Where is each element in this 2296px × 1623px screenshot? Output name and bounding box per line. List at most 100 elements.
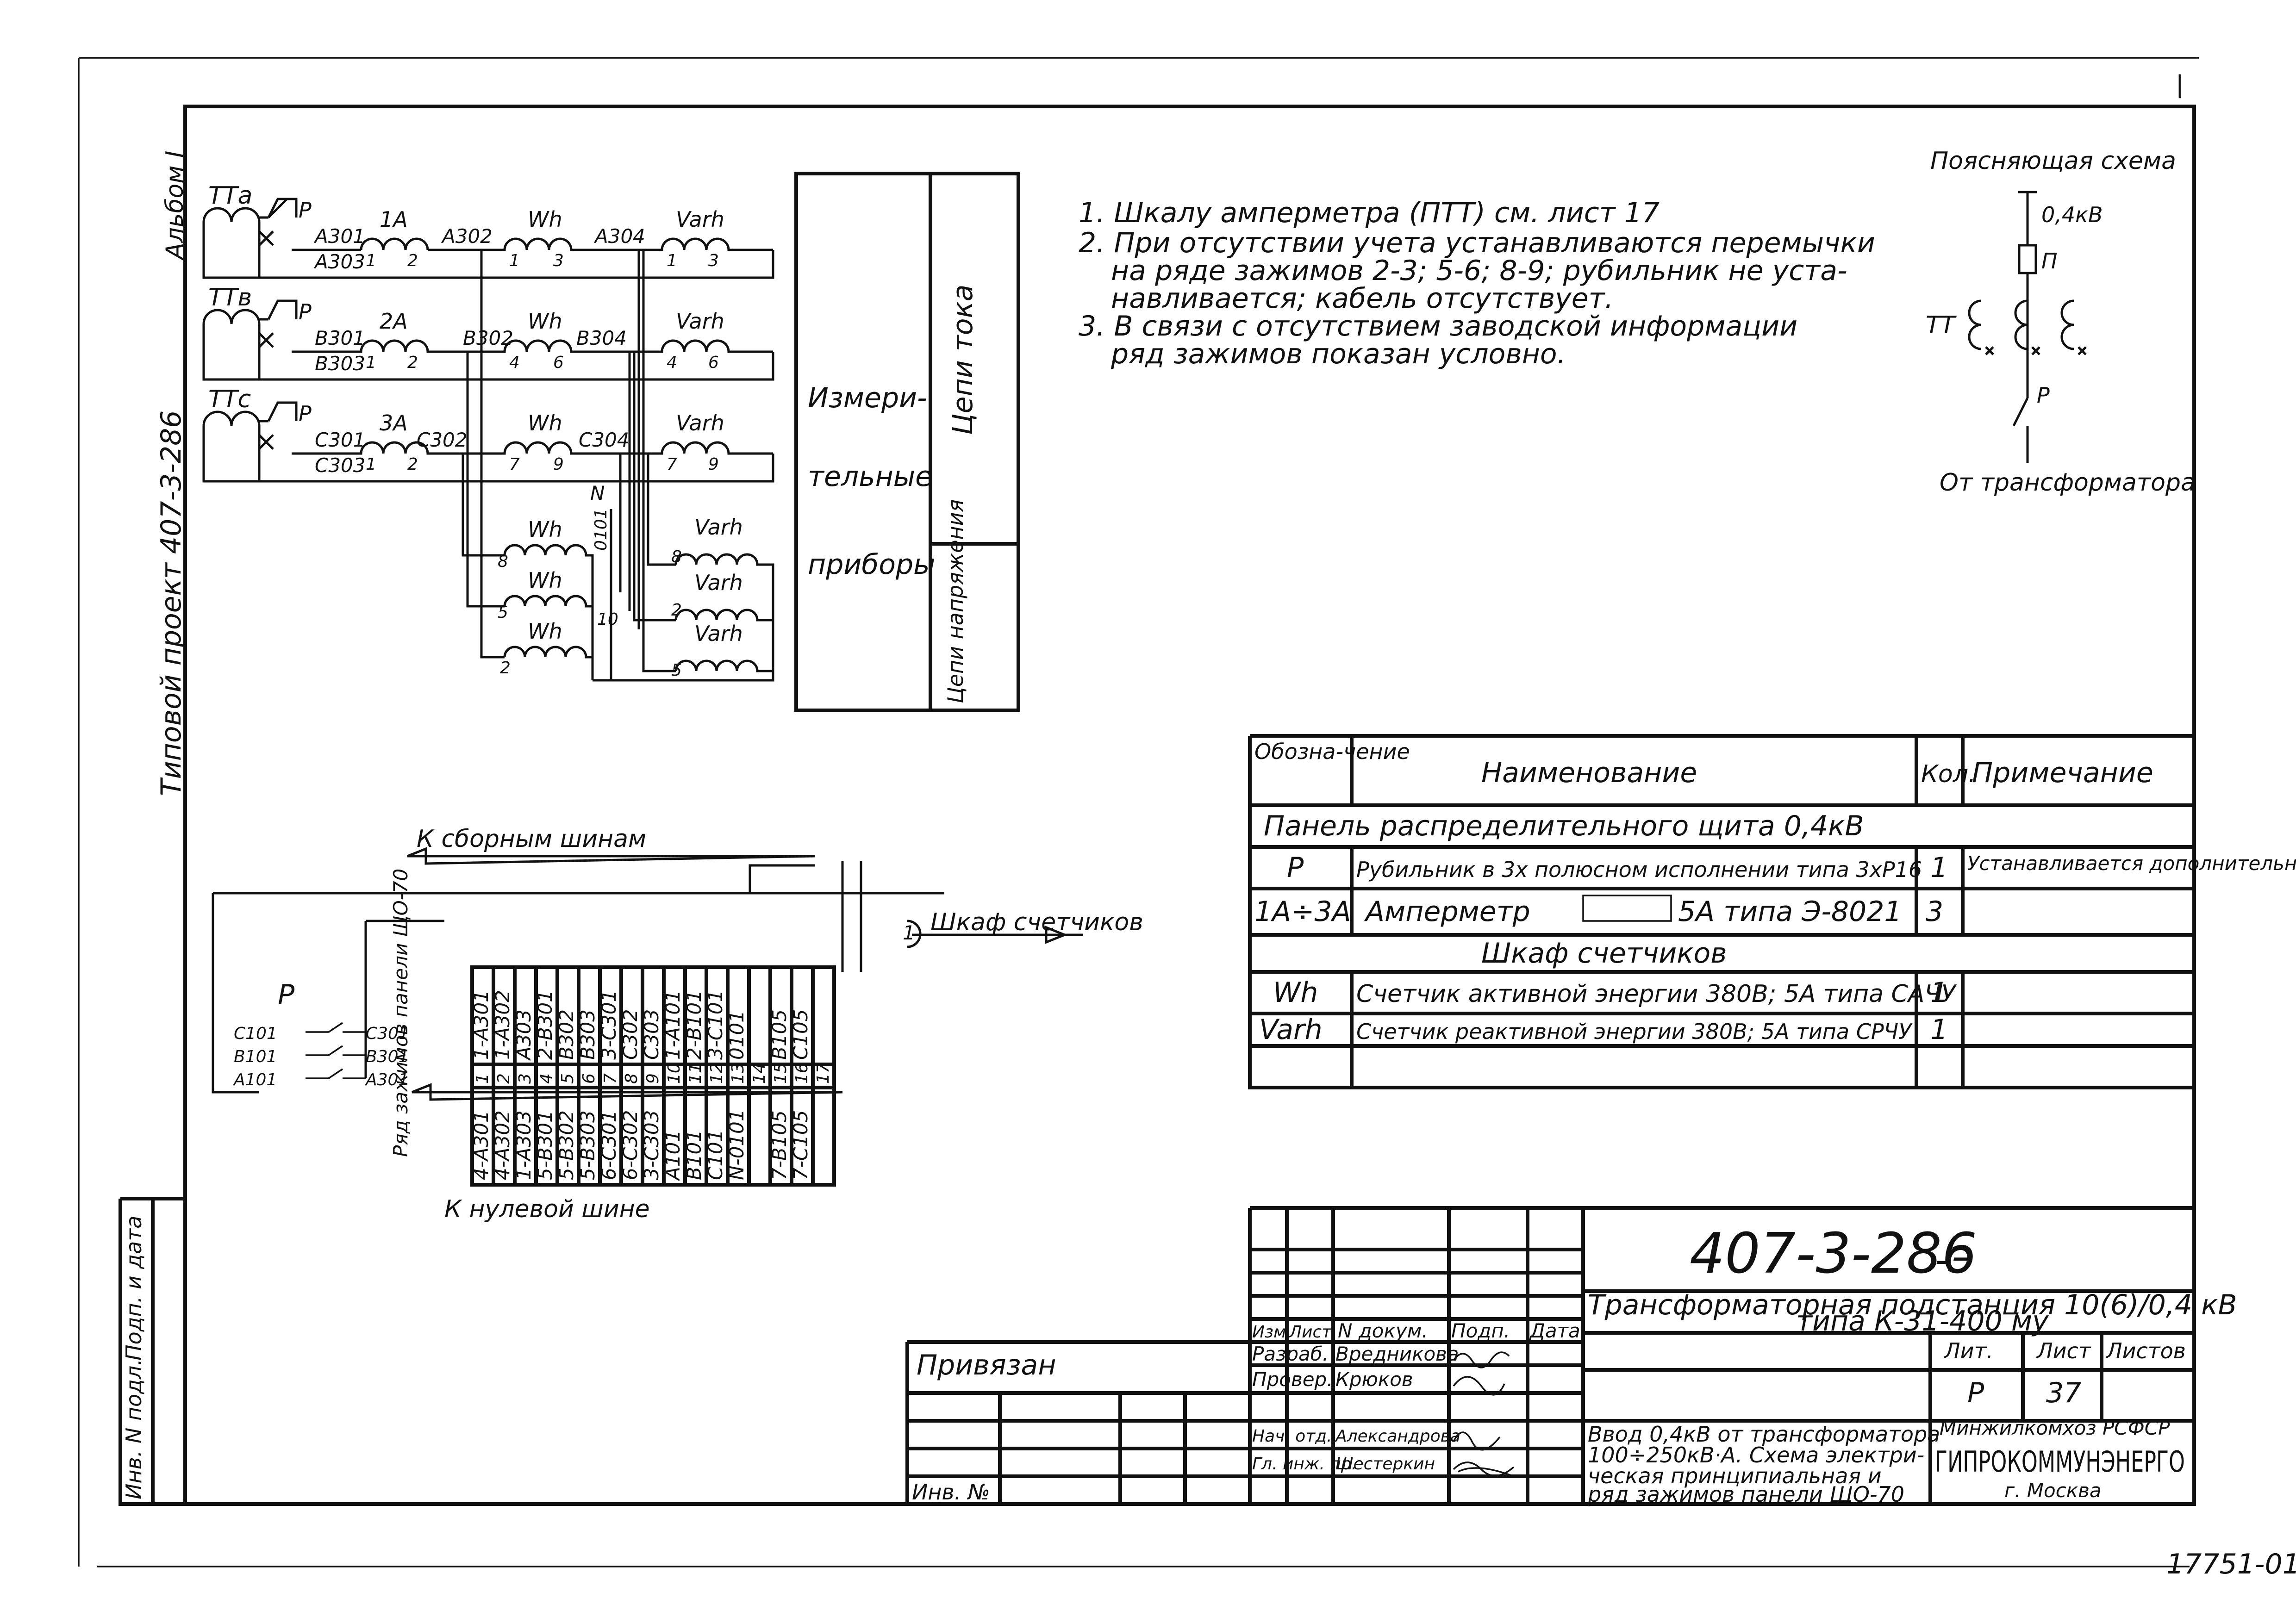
svg-text:4: 4 <box>509 353 520 372</box>
explanatory-scheme: Поясняющая схема 0,4кВ П ТТ Р От трансфо… <box>1926 147 2196 497</box>
svg-text:Рубильник в 3х полюсном исполн: Рубильник в 3х полюсном исполнении типа … <box>1356 857 1922 882</box>
svg-text:Шкаф счетчиков: Шкаф счетчиков <box>930 908 1143 936</box>
svg-text:Поясняющая схема: Поясняющая схема <box>1930 147 2176 175</box>
svg-text:Varh: Varh <box>694 515 743 540</box>
note-line-1: 1. Шкалу амперметра (ПТТ) см. лист 17 <box>1079 197 1660 229</box>
terminal-number: 16 <box>792 1063 811 1084</box>
svg-text:3А: 3А <box>380 410 408 435</box>
terminal-number: 5 <box>558 1073 577 1084</box>
svg-text:0,4кВ: 0,4кВ <box>2041 202 2103 227</box>
svg-text:Р: Р <box>2037 383 2050 408</box>
svg-text:Провер.: Провер. <box>1252 1368 1333 1391</box>
terminal-block: К сборным шинам К нулевой шине Шкаф счет… <box>212 825 1143 1223</box>
svg-text:г. Москва: г. Москва <box>2004 1479 2102 1502</box>
svg-text:Счетчик реактивной энергии 380: Счетчик реактивной энергии 380В; 5А типа… <box>1356 1019 1913 1044</box>
svg-text:3: 3 <box>708 251 719 270</box>
svg-text:Varh: Varh <box>1259 1014 1323 1046</box>
svg-text:Ввод 0,4кВ от трансформатора: Ввод 0,4кВ от трансформатора <box>1588 1422 1940 1447</box>
org-name: ГИПРОКОММУНЭНЕРГО <box>1935 1445 2185 1479</box>
drawing-code: 407-3-286 <box>1690 1222 1977 1286</box>
svg-text:Varh: Varh <box>676 207 724 232</box>
svg-text:Wh: Wh <box>528 309 562 334</box>
svg-text:1А: 1А <box>380 207 408 232</box>
svg-text:A302: A302 <box>441 225 493 248</box>
svg-text:1: 1 <box>366 455 376 474</box>
svg-text:6: 6 <box>708 353 719 372</box>
svg-text:7: 7 <box>667 455 677 474</box>
svg-text:Wh: Wh <box>528 619 562 644</box>
svg-text:1: 1 <box>366 251 376 270</box>
svg-text:Цепи тока: Цепи тока <box>947 285 979 435</box>
svg-text:37: 37 <box>2046 1377 2081 1409</box>
svg-text:ряд зажимов панели ЩО-70: ряд зажимов панели ЩО-70 <box>1587 1482 1904 1507</box>
svg-text:7: 7 <box>509 455 520 474</box>
note-line-3: на ряде зажимов 2-3; 5-6; 8-9; рубильник… <box>1111 255 1847 287</box>
svg-text:приборы: приборы <box>808 548 935 581</box>
terminal-bottom-label: 1-A303 <box>512 1110 535 1180</box>
svg-text:Р: Р <box>1967 1377 1984 1409</box>
svg-text:ТТв: ТТв <box>208 284 252 311</box>
svg-text:C301: C301 <box>315 429 366 451</box>
svg-text:1: 1 <box>1930 976 1948 1009</box>
svg-text:Обозна-чение: Обозна-чение <box>1254 739 1410 764</box>
terminal-top-label: 0101 <box>725 1010 748 1060</box>
svg-text:B301: B301 <box>315 327 365 349</box>
terminal-bottom-label: 3-C303 <box>640 1110 663 1180</box>
svg-text:Дата: Дата <box>1529 1319 1580 1342</box>
svg-text:тельные: тельные <box>808 460 932 493</box>
svg-text:3: 3 <box>1926 895 1943 928</box>
notes: 1. Шкалу амперметра (ПТТ) см. лист 17 2.… <box>1079 197 1875 370</box>
terminal-number: 10 <box>665 1063 684 1084</box>
svg-text:ТТа: ТТа <box>208 182 252 210</box>
svg-text:2А: 2А <box>380 309 408 334</box>
current-circuit <box>202 198 774 682</box>
svg-text:9: 9 <box>553 455 564 474</box>
terminal-bottom-label: B101 <box>683 1130 705 1180</box>
svg-text:Шкаф счетчиков: Шкаф счетчиков <box>1481 937 1727 970</box>
project-label: Типовой проект 407-3-286 <box>155 410 187 796</box>
svg-text:1: 1 <box>509 251 520 270</box>
svg-text:C303: C303 <box>315 454 366 477</box>
terminal-number: 13 <box>729 1063 748 1084</box>
svg-text:2: 2 <box>407 455 418 474</box>
note-line-6: ряд зажимов показан условно. <box>1111 338 1566 370</box>
svg-text:ТТ: ТТ <box>1926 311 1957 339</box>
svg-text:Р: Р <box>299 401 312 426</box>
terminal-number: 1 <box>473 1073 492 1084</box>
svg-text:Крюков: Крюков <box>1335 1368 1413 1391</box>
svg-text:1: 1 <box>1930 852 1948 884</box>
svg-text:B303: B303 <box>315 352 365 375</box>
svg-text:типа К-31-400 му: типа К-31-400 му <box>1796 1305 2049 1337</box>
svg-text:C304: C304 <box>579 429 630 451</box>
svg-text:Wh: Wh <box>528 517 562 542</box>
terminal-top-label: 3-C101 <box>704 990 727 1060</box>
spec-text: Обозна-чение Наименование Кол. Примечани… <box>1254 739 2296 1046</box>
svg-text:C301: C301 <box>366 1024 409 1043</box>
terminal-top-label: 3-C301 <box>598 990 620 1060</box>
svg-text:8: 8 <box>671 547 682 566</box>
sheet-mark-bottom: 17751-01 <box>2166 1548 2296 1580</box>
svg-text:Измери-: Измери- <box>808 382 927 414</box>
terminal-cells: 1-A30114-A3011-A30224-A302A30331-A3032-B… <box>470 965 836 1187</box>
svg-text:2: 2 <box>407 353 418 372</box>
terminal-number: 14 <box>750 1063 769 1084</box>
svg-text:К сборным шинам: К сборным шинам <box>417 825 646 853</box>
svg-text:Подп.: Подп. <box>1451 1319 1510 1342</box>
svg-text:9: 9 <box>708 455 719 474</box>
terminal-top-label: B105 <box>768 1009 791 1060</box>
note-line-2: 2. При отсутствии учета устанавливаются … <box>1079 227 1875 259</box>
svg-text:Изм.: Изм. <box>1252 1323 1292 1342</box>
phase-b <box>202 299 774 381</box>
sign-date-label: Подп. и дата <box>121 1216 146 1361</box>
svg-text:C302: C302 <box>417 429 468 451</box>
circuit-labels: ТТа Р A301 A303 1А 1 2 A302 Wh 1 3 A304 … <box>208 182 743 680</box>
svg-text:N: N <box>590 482 605 504</box>
svg-text:Наименование: Наименование <box>1481 757 1697 789</box>
svg-text:ческая принципиальная и: ческая принципиальная и <box>1588 1463 1882 1488</box>
terminal-bottom-label: 6-C302 <box>619 1110 642 1180</box>
svg-text:1: 1 <box>903 921 915 944</box>
svg-text:Varh: Varh <box>676 410 724 435</box>
sheet-mark-top: | <box>2176 71 2184 99</box>
terminal-number: 11 <box>686 1063 705 1084</box>
svg-text:Wh: Wh <box>528 207 562 232</box>
